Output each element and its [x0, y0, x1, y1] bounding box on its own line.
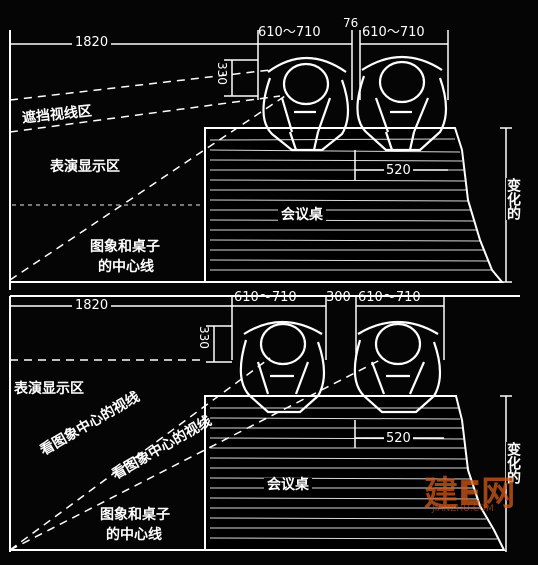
top-dim-table-offset: 520 — [384, 163, 413, 178]
top-person-right — [356, 55, 448, 152]
top-person-left — [262, 56, 350, 152]
top-dim-1820: 1820 — [72, 36, 112, 49]
bottom-person-left — [239, 320, 326, 414]
bottom-label-display: 表演显示区 — [14, 381, 84, 397]
bottom-label-center-line-2: 的中心线 — [106, 527, 162, 543]
top-label-display: 表演显示区 — [50, 159, 120, 175]
bottom-panel — [9, 296, 512, 552]
watermark-logo: 建E网 — [424, 474, 516, 514]
top-label-center-line-1: 图象和桌子 — [90, 239, 160, 255]
bottom-label-center-line-1: 图象和桌子 — [100, 507, 170, 523]
top-dim-depth: 330 — [215, 62, 229, 85]
top-label-table: 会议桌 — [278, 208, 326, 222]
top-label-variable: 变化的 — [505, 178, 521, 220]
top-obstruction-line-upper — [9, 69, 271, 101]
bottom-table-woodgrain — [209, 407, 498, 540]
watermark-url: JIANZHU.COM — [432, 504, 494, 514]
bottom-label-table: 会议桌 — [264, 478, 312, 492]
bottom-dim-seat-right: 610～710 — [358, 290, 421, 305]
bottom-sightline-1 — [9, 357, 271, 551]
bottom-dim-table-offset: 520 — [384, 431, 413, 446]
bottom-person-right — [353, 320, 442, 414]
top-dim-gap: 76 — [343, 16, 359, 30]
bottom-dim-1820: 1820 — [72, 299, 112, 312]
top-dim-seat-right: 610～710 — [362, 25, 425, 40]
top-label-center-line-2: 的中心线 — [98, 259, 154, 275]
bottom-dim-seat-left: 610～710 — [234, 290, 297, 305]
top-dim-seat-left: 610～710 — [258, 25, 321, 40]
top-obstruction-line-lower — [9, 95, 281, 133]
top-panel — [9, 30, 512, 290]
bottom-dim-gap: 300 — [326, 290, 351, 305]
bottom-label-variable: 变化的 — [505, 442, 521, 484]
bottom-dim-depth: 330 — [197, 326, 211, 349]
